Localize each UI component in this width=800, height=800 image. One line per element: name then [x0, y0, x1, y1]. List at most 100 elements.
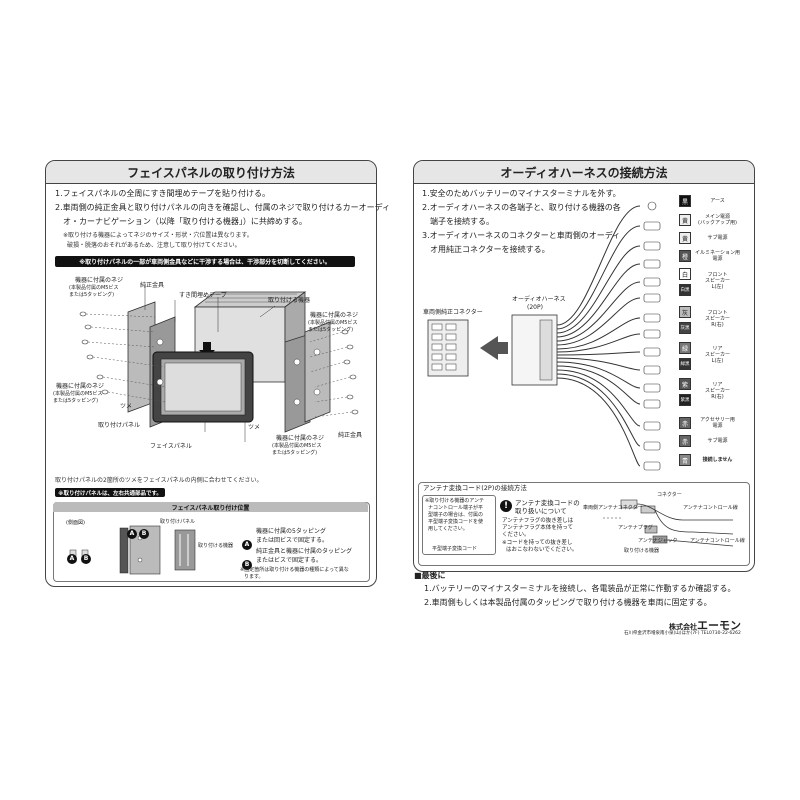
mount-position-box [53, 502, 370, 582]
label-oem-bracket-top: 純正金具 [140, 282, 165, 289]
harness-label: オーディオハーネス [512, 296, 566, 303]
position-footnote-1: ※固定箇所は取り付ける機器の種類によって異な [240, 567, 349, 573]
label-screw-left-top: 機器に付属のネジ [75, 277, 124, 284]
wire-function: アクセサリー用電源 [700, 417, 735, 429]
label-screw-right-top-sub1: (本製品付属のM5ビス [308, 320, 358, 326]
antenna-note-1: ※取り付ける機器のアンテ [425, 498, 484, 504]
harness-step-2: 2.オーディオハーネスの各端子と、取り付ける機器の各 [422, 203, 621, 212]
wire-function: メイン電源(バックアップ用) [698, 214, 737, 226]
harness-diagram [427, 201, 661, 471]
wire-color-swatch: 紫黒 [679, 394, 691, 406]
vehicle-antenna-connector-label: 車両側アンテナコネクター [583, 505, 643, 511]
position-footnote-2: ります。 [244, 574, 264, 580]
antenna-warn-body-1: アンテナフラグの抜き差しは [502, 518, 574, 524]
pos-mount-panel: 取り付けパネル [160, 519, 196, 525]
marker-a-top: A [127, 520, 137, 539]
label-tab-left: ツメ [120, 403, 133, 410]
step-1: 1.フェイスパネルの全周にすき間埋めテープを貼り付ける。 [55, 189, 270, 198]
antenna-title: アンテナ変換コード(2P)の接続方法 [423, 484, 527, 492]
wire-row-main-power: 黄 メイン電源(バックアップ用) [679, 212, 741, 228]
wire-color-swatch: 白黒 [679, 284, 691, 296]
wire-color-swatch: 黒 [679, 195, 691, 207]
option-a-line2: または回ビスで固定する。 [256, 537, 329, 544]
antenna-note-box [422, 495, 496, 555]
option-a-marker: A [242, 531, 252, 550]
warning-icon: ! [500, 500, 512, 512]
vehicle-connector-label: 車両側純正コネクター [423, 309, 483, 316]
option-b-line1: 純正金具と機器に付属のタッピング [256, 548, 353, 555]
wire-color-swatch: 緑黒 [679, 358, 691, 370]
finally-step-1: 1.バッテリーのマイナスターミナルを接続し、各電装品が正常に作動するか確認する。 [424, 584, 736, 593]
wire-row-accessory: 赤 アクセサリー用電源 [679, 416, 741, 430]
antenna-note-3: 型端子の場合は、付属の [428, 512, 484, 518]
label-screw-left-mid-sub2: または5タッピング) [53, 398, 99, 404]
wire-function: サブ電源 [707, 438, 728, 444]
step-2-cont: オ・カーナビゲーション（以降「取り付ける機器」）に共締めする。 [63, 217, 307, 226]
label-screw-right-bottom-sub1: (本製品付属のM5ビス [272, 443, 322, 449]
company-prefix: 株式会社 [669, 623, 697, 631]
pos-device: 取り付ける機器 [198, 543, 234, 549]
antenna-jack-label: アンテナジャック [638, 538, 678, 544]
mounted-device-label: 取り付ける機器 [624, 548, 660, 554]
wire-color-swatch: 灰 [679, 306, 691, 318]
wire-row-sub-power-red: 赤 サブ電源 [679, 434, 741, 448]
marker-b-top: B [139, 520, 149, 539]
label-screw-left-top-sub1: (本製品付属のM5ビス [69, 285, 119, 291]
wire-color-swatch: 黄 [679, 214, 691, 226]
harness-step-1: 1.安全のためバッテリーのマイナスターミナルを外す。 [422, 189, 621, 198]
wire-color-swatch: 緑 [679, 342, 691, 354]
antenna-control-line-label: アンテナコントロール線 [683, 505, 738, 511]
harness-step-3-cont: オ用純正コネクターを接続する。 [430, 245, 550, 254]
label-screw-left-top-sub2: または5タッピング) [69, 292, 115, 298]
note-1: ※取り付ける機器によってネジのサイズ・形状・穴位置は異なります。 [63, 232, 253, 239]
company-address: 石川県金沢市増泉南小泉(山)ほか(7F) TEL0730-22-6262 [624, 631, 741, 636]
antenna-control-line2-label: アンテナコントロール線 [690, 538, 745, 544]
flat-cord-label: 平型端子変換コード [432, 546, 478, 552]
wire-color-swatch: 赤 [679, 435, 691, 447]
label-screw-left-mid: 機器に付属のネジ [56, 383, 105, 390]
antenna-warn-body-4: ※コードを持っての抜き差し [502, 540, 573, 546]
finally-step-2: 2.車両側もしくは本製品付属のタッピングで取り付ける機器を車両に固定する。 [424, 598, 712, 607]
wire-color-swatch: 白 [679, 268, 691, 280]
assembly-diagram [79, 286, 359, 442]
tab-instruction: 取り付けパネルの2箇所のツメをフェイスパネルの内側に合わせてください。 [55, 477, 263, 484]
antenna-plug-label: アンテナプラグ [618, 525, 653, 531]
label-tab-right: ツメ [248, 424, 261, 431]
label-gap-tape: すき間埋めテープ [179, 292, 227, 299]
interference-warning: ※取り付けパネルの一部が車両側金具などに干渉する場合は、干渉部分を切断してくださ… [55, 256, 355, 267]
label-oem-bracket-bottom: 純正金具 [338, 432, 363, 439]
label-screw-right-top-sub2: または5タッピング) [308, 327, 354, 333]
step-2: 2.車両側の純正金具と取り付けパネルの向きを確認し、付属のネジで取り付けるカーオ… [55, 203, 391, 212]
wire-color-swatch: 紫 [679, 378, 691, 390]
connector-label: コネクター [657, 492, 682, 498]
label-device: 取り付ける機器 [268, 297, 311, 304]
label-screw-left-mid-sub1: (本製品付属のM5ビス [53, 391, 103, 397]
wire-color-swatch: 黄 [679, 232, 691, 244]
wire-color-swatch: 橙 [679, 250, 691, 262]
marker-a-small: A [67, 545, 77, 564]
option-a-line1: 機器に付属の5タッピング [256, 528, 326, 535]
wire-color-swatch: 青 [679, 454, 691, 466]
wire-function: 接続しません [702, 457, 733, 463]
antenna-warn-title-1: アンテナ変換コードの [515, 499, 580, 507]
wire-row-sub-power: 黄 サブ電源 [679, 231, 741, 245]
mount-position-title: フェイスパネル取り付け位置 [53, 502, 368, 512]
harness-pins: (20P) [527, 304, 543, 311]
marker-b-small: B [81, 545, 91, 564]
wire-row-ground: 黒 アース [679, 194, 741, 208]
antenna-diagram [603, 499, 734, 547]
panel-title: フェイスパネルの取り付け方法 [46, 161, 376, 184]
antenna-warn-body-3: ください。 [502, 532, 530, 538]
wire-color-swatch: 赤 [679, 417, 691, 429]
company-name: 株式会社エーモン [669, 614, 741, 633]
label-face-panel: フェイスパネル [150, 443, 192, 450]
label-screw-right-bottom-sub2: または5タッピング) [272, 450, 318, 456]
wire-function: アース [710, 198, 725, 204]
